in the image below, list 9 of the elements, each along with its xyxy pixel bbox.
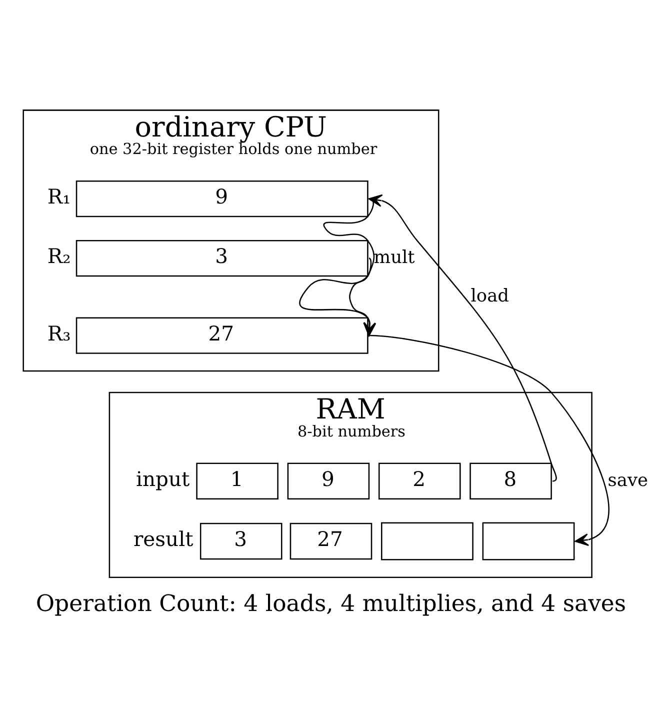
node-label: R₂ [47, 244, 71, 268]
caption: Operation Count: 4 loads, 4 multiplies, and 4 saves [36, 590, 626, 616]
node-label: R₃ [47, 320, 71, 345]
node-label: R₁ [47, 184, 71, 208]
node-label: result [134, 526, 194, 551]
edge-label: save [608, 470, 648, 490]
node-label: input [136, 466, 190, 490]
edge-label: mult [374, 248, 415, 268]
edge-label: load [470, 286, 510, 306]
